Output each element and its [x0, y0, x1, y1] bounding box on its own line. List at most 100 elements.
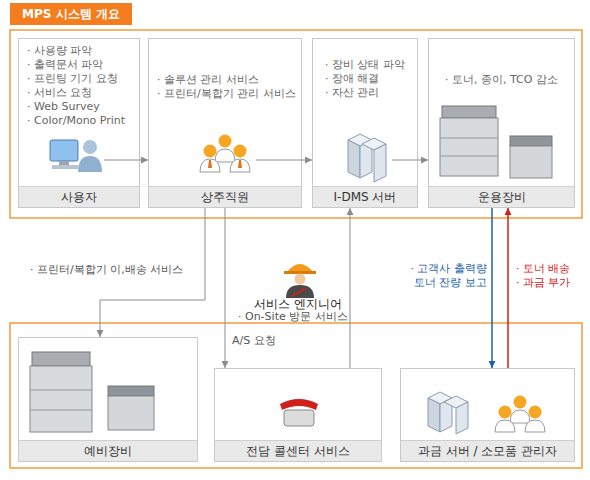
user-icon [50, 140, 102, 172]
person-body [525, 420, 545, 432]
server-top [444, 396, 468, 408]
copier-top [32, 352, 90, 366]
person-head [204, 145, 217, 158]
list-item: · 서비스 요청 [27, 86, 139, 100]
edge-label: · On-Site 방문 서비스 [238, 310, 358, 324]
person-body [200, 159, 220, 172]
bottom-frame [10, 323, 582, 468]
process-box: 과금 서버 / 소모품 관리자 [400, 368, 575, 462]
list-item: · 토너, 종이, TCO 감소 [445, 73, 574, 87]
copier-tray [440, 156, 498, 157]
arrow-tail [392, 160, 418, 161]
person-body [495, 420, 515, 432]
title-tab: MPS 시스템 개요 [10, 3, 132, 25]
top-frame [10, 30, 582, 218]
server-top [362, 138, 386, 150]
process-box: · 토너, 종이, TCO 감소운용장비 [428, 38, 575, 208]
server-icon [348, 134, 386, 182]
server-side [348, 140, 360, 178]
monitor-stand [59, 161, 69, 165]
monitor [50, 140, 78, 161]
box-label: 전담 콜센터 서비스 [215, 440, 381, 461]
server-front [440, 398, 452, 432]
box-label: 운용장비 [429, 186, 574, 207]
edge-label: · 고객사 출력량 토너 잔량 보고 [395, 262, 487, 290]
printer-top [108, 386, 154, 396]
box-label: 예비장비 [19, 440, 197, 461]
user-head [83, 140, 97, 154]
printer-body [108, 396, 154, 430]
edge-label: A/S 요청 [232, 334, 312, 348]
printer-body [510, 146, 552, 178]
process-box: 예비장비 [18, 337, 198, 462]
operating-printers [440, 106, 552, 178]
server-top [428, 392, 452, 404]
printer-top [510, 136, 552, 146]
person-body [215, 149, 235, 162]
process-box: 전담 콜센터 서비스 [214, 368, 382, 462]
list-item: · 솔루션 관리 서비스 [157, 73, 301, 87]
copier-top [442, 106, 496, 118]
process-box: · 솔루션 관리 서비스· 프린터/복합기 관리 서비스상주직원 [148, 38, 302, 208]
engineer-body [286, 285, 314, 298]
person-head [219, 135, 232, 148]
server-side [428, 398, 440, 432]
process-box: · 사용량 파악· 출력문서 파악· 프린팅 기기 요청· 서비스 요청· We… [18, 38, 140, 208]
arrow-tail [104, 160, 140, 161]
list-item: · Web Survey [27, 100, 139, 114]
copier-tray [440, 138, 498, 139]
billing-icons [428, 392, 545, 434]
server-front [374, 144, 386, 182]
person-head [234, 145, 247, 158]
keyboard [52, 165, 78, 169]
user-body [78, 156, 102, 172]
list-item: · 프린팅 기기 요청 [27, 72, 139, 86]
phone-base [284, 410, 314, 426]
copier-tray [30, 390, 92, 391]
hat-brim [284, 271, 316, 274]
person-tie [208, 160, 212, 168]
box-label: I-DMS 서버 [313, 186, 417, 207]
box-label: 사용자 [19, 186, 139, 207]
flow-arrow [491, 208, 493, 368]
server-front [456, 402, 468, 434]
person-head [499, 406, 512, 419]
person-body [230, 159, 250, 172]
spare-printers [30, 352, 154, 432]
staff-icon [200, 135, 250, 173]
list-item: · 자산 관리 [325, 86, 417, 100]
edge-label: · 토너 배송 · 과금 부가 [516, 262, 574, 290]
engineer-icon [284, 264, 316, 298]
copier-tray [30, 410, 92, 411]
hard-hat [287, 264, 313, 272]
list-item: · 장애 해결 [325, 72, 417, 86]
box-label: 과금 서버 / 소모품 관리자 [401, 440, 574, 461]
flow-arrow [418, 160, 428, 161]
person-tie [238, 160, 242, 168]
list-item: · 출력문서 파악 [27, 58, 139, 72]
person-body [510, 410, 530, 423]
engineer-face [295, 274, 306, 285]
edge-label: · 프린터/복합기 이,배송 서비스 [30, 263, 200, 277]
server-top [348, 134, 372, 146]
flow-arrow [350, 208, 351, 368]
list-item: · 프린터/복합기 관리 서비스 [157, 87, 301, 101]
flow-arrow [140, 160, 148, 161]
phone-icon [280, 399, 318, 426]
flow-arrow [507, 208, 509, 368]
server-front [360, 140, 372, 178]
flow-arrow [225, 208, 226, 368]
arrow-tail [256, 160, 302, 161]
box-label: 상주직원 [149, 186, 301, 207]
list-item: · 장비 상태 파악 [325, 58, 417, 72]
copier-body [440, 118, 498, 176]
wrench [292, 288, 306, 296]
list-item: · Color/Mono Print [27, 114, 139, 128]
person-head [529, 406, 542, 419]
list-item: · 사용량 파악 [27, 44, 139, 58]
copier-body [30, 366, 92, 432]
person-head [514, 396, 527, 409]
flow-arrow [302, 160, 312, 161]
phone-handset [280, 399, 318, 410]
